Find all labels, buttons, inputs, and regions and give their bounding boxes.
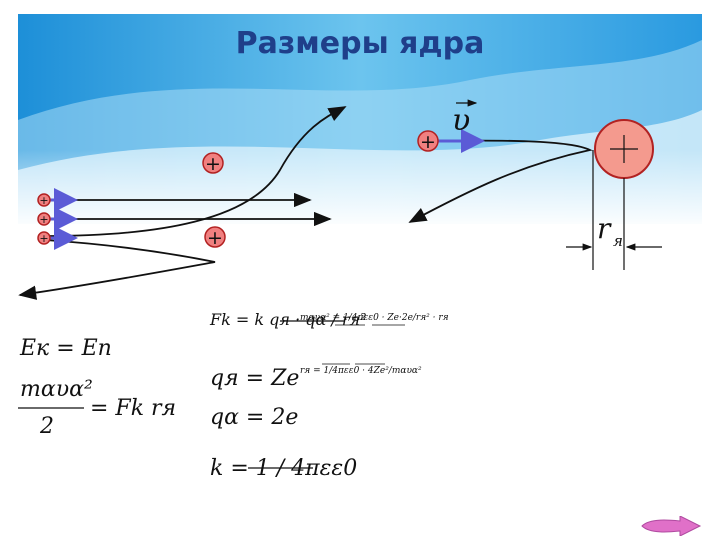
slide-title: Размеры ядра bbox=[235, 26, 485, 61]
plus-sign: + bbox=[207, 227, 223, 249]
energy-denominator: 2 bbox=[40, 414, 54, 439]
note-formula-1: mαυα² = 1/4πεε0 · Ze·2e/rя² · rя bbox=[300, 313, 449, 323]
alpha-particles bbox=[37, 130, 439, 248]
radius-dimension bbox=[566, 150, 662, 270]
plus-sign: + bbox=[39, 213, 48, 226]
radius-symbol: r bbox=[597, 212, 612, 245]
next-slide-icon[interactable] bbox=[640, 516, 702, 536]
energy-equality: Eк = Eп bbox=[20, 336, 112, 361]
trajectory-backscatter bbox=[408, 139, 593, 223]
incoming-arrows bbox=[50, 129, 485, 250]
k-constant: k = 1 / 4πεε0 bbox=[210, 456, 358, 481]
plus-sign: + bbox=[39, 194, 48, 207]
trajectory-deflected-low bbox=[18, 239, 216, 300]
plus-sign: + bbox=[205, 153, 221, 175]
energy-rhs: = Fk rя bbox=[90, 396, 177, 421]
header-band bbox=[18, 14, 702, 230]
velocity-symbol: υ bbox=[452, 103, 470, 138]
velocity-label: υ bbox=[452, 99, 478, 138]
charge-alpha: qα = 2e bbox=[210, 405, 299, 430]
energy-lhs: mαυα² bbox=[20, 377, 93, 402]
charge-nucleus: qя = Ze bbox=[210, 366, 300, 391]
note-formula-2: rя = 1/4πεε0 · 4Ze²/mαυα² bbox=[300, 366, 422, 376]
plus-signs: + + + + + + bbox=[39, 131, 436, 249]
plus-sign: + bbox=[420, 131, 436, 153]
radius-subscript: я bbox=[613, 232, 623, 250]
trajectory-upper bbox=[44, 106, 347, 237]
coulomb-formula: Fk = k qя · qα / rя² bbox=[210, 310, 367, 329]
plus-sign: + bbox=[39, 232, 48, 245]
fraction-bars bbox=[18, 320, 405, 469]
radius-label: r я bbox=[597, 212, 623, 250]
nucleus bbox=[594, 119, 654, 179]
